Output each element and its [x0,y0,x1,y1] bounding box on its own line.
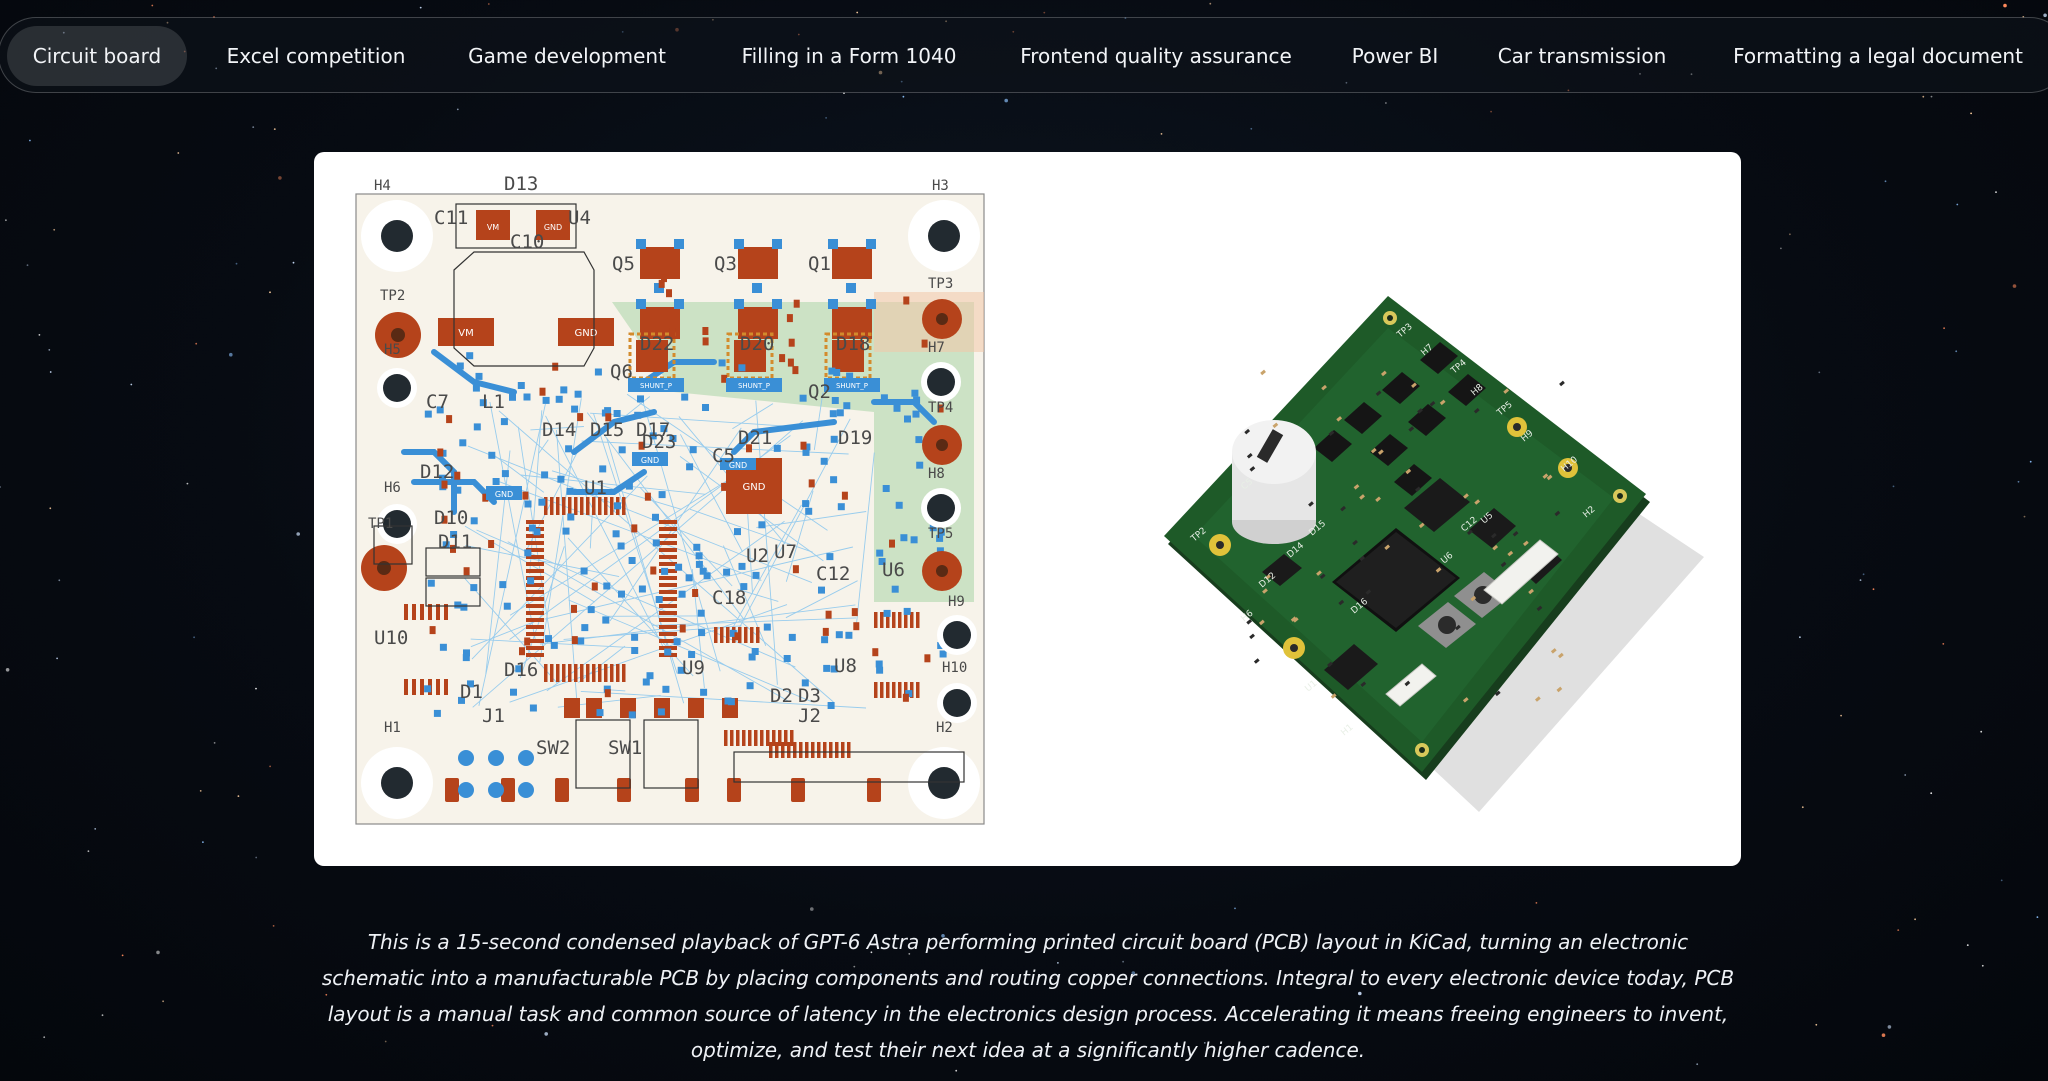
hole-label-h4: H4 [374,178,391,194]
3d-passive-components [1244,369,1565,703]
3d-connectors [1385,539,1559,707]
shunt-pad-label-2: SHUNT_P [738,382,770,390]
3d-mosfets [1314,342,1486,496]
tab-excel-competition[interactable]: Excel competition [226,44,406,68]
pad-label-gnd: GND [544,223,562,232]
designator-c12: C12 [816,563,850,585]
shunt-pad-label-3: SHUNT_P [836,382,868,390]
designator-d15: D15 [590,419,624,441]
pcb-3d-render: TP3TP4TP5TP2H7H8H9H10H2H1H6U1U5U6D14D15D… [1026,212,1726,852]
mounting-holes [361,200,980,819]
pcb-layout-view: VM GND VM GND GND GND GND GND SHUNT_P SH… [355,173,985,825]
designator-d23: D23 [642,431,676,453]
designator-d20: D20 [740,333,774,355]
tab-car-transmission[interactable]: Car transmission [1497,44,1667,68]
testpoint-label-tp2: TP2 [380,288,405,304]
tab-power-bi[interactable]: Power BI [1351,44,1439,68]
hole-label-h5: H5 [384,342,401,358]
pad-label-gnd-2: GND [575,328,598,339]
hole-label-h8: H8 [928,466,945,482]
component-outlines [373,203,965,789]
designator-c5: C5 [712,445,735,467]
designator-c7: C7 [426,391,449,413]
designator-l1: L1 [482,391,505,413]
designator-c11: C11 [434,207,468,229]
designator-u1: U1 [584,477,607,499]
tab-game-development[interactable]: Game development [468,44,666,68]
testpoint-label-tp5: TP5 [928,526,953,542]
designator-d21: D21 [738,427,772,449]
designator-d11: D11 [438,531,472,553]
demo-tab-bar: Circuit board Excel competition Game dev… [0,17,2048,93]
testpoint-label-tp3: TP3 [928,276,953,292]
tab-form-1040[interactable]: Filling in a Form 1040 [741,44,957,68]
hole-label-h1: H1 [384,720,401,736]
designator-d13: D13 [504,173,538,195]
ratsnest-lines [464,392,875,709]
designator-j2: J2 [798,705,821,727]
demo-media-card: VM GND VM GND GND GND GND GND SHUNT_P SH… [314,152,1741,866]
hole-label-h9: H9 [948,594,965,610]
designator-d1: D1 [460,681,483,703]
component-pads [404,239,971,802]
designator-u4: U4 [568,207,591,229]
power-pads: VM GND VM GND GND GND GND GND SHUNT_P SH… [438,210,880,514]
shunt-pad-label-1: SHUNT_P [640,382,672,390]
testpoint-label-tp1: TP1 [368,516,393,532]
gnd-pad-label-4: GND [729,461,747,470]
designator-c18: C18 [712,587,746,609]
designator-u7: U7 [774,541,797,563]
designator-d17: D17 [636,419,670,441]
designator-q6: Q6 [610,361,633,383]
hole-label-h7: H7 [928,340,945,356]
hole-label-h6: H6 [384,480,401,496]
tab-circuit-board[interactable]: Circuit board [7,26,187,86]
hole-label-h2: H2 [936,720,953,736]
designator-d12: D12 [420,461,454,483]
pad-label-vm: VM [487,223,499,232]
designator-u8: U8 [834,655,857,677]
hole-label-h10: H10 [942,660,967,676]
3d-mcu [1332,528,1460,632]
mcu-gnd-pad-label: GND [743,482,766,493]
designator-q2: Q2 [808,381,831,403]
designator-j1: J1 [482,705,505,727]
designator-d14: D14 [542,419,576,441]
designator-c10: C10 [510,231,544,253]
designator-sw1: SW1 [608,737,642,759]
hole-label-h3: H3 [932,178,949,194]
designator-d22: D22 [640,333,674,355]
designator-d10: D10 [434,507,468,529]
designator-q5: Q5 [612,253,635,275]
tab-legal-document[interactable]: Formatting a legal document [1733,44,2023,68]
designator-d18: D18 [836,333,870,355]
designator-u6: U6 [882,559,905,581]
designator-q3: Q3 [714,253,737,275]
designator-u2: U2 [746,545,769,567]
pad-label-vm-2: VM [458,328,473,339]
designator-d3: D3 [798,685,821,707]
gnd-pad-label-3: GND [641,456,659,465]
designator-d2: D2 [770,685,793,707]
designator-u9: U9 [682,657,705,679]
3d-electrolytic-capacitor [1232,420,1316,544]
designator-u10: U10 [374,627,408,649]
gnd-pad-label-5: GND [495,490,513,499]
test-points [361,299,962,591]
testpoint-label-tp4: TP4 [928,400,953,416]
designator-d16: D16 [504,659,538,681]
designator-sw2: SW2 [536,737,570,759]
demo-caption: This is a 15-second condensed playback o… [321,930,1735,1062]
designator-q1: Q1 [808,253,831,275]
designator-d19: D19 [838,427,872,449]
tab-frontend-qa[interactable]: Frontend quality assurance [1020,44,1292,68]
